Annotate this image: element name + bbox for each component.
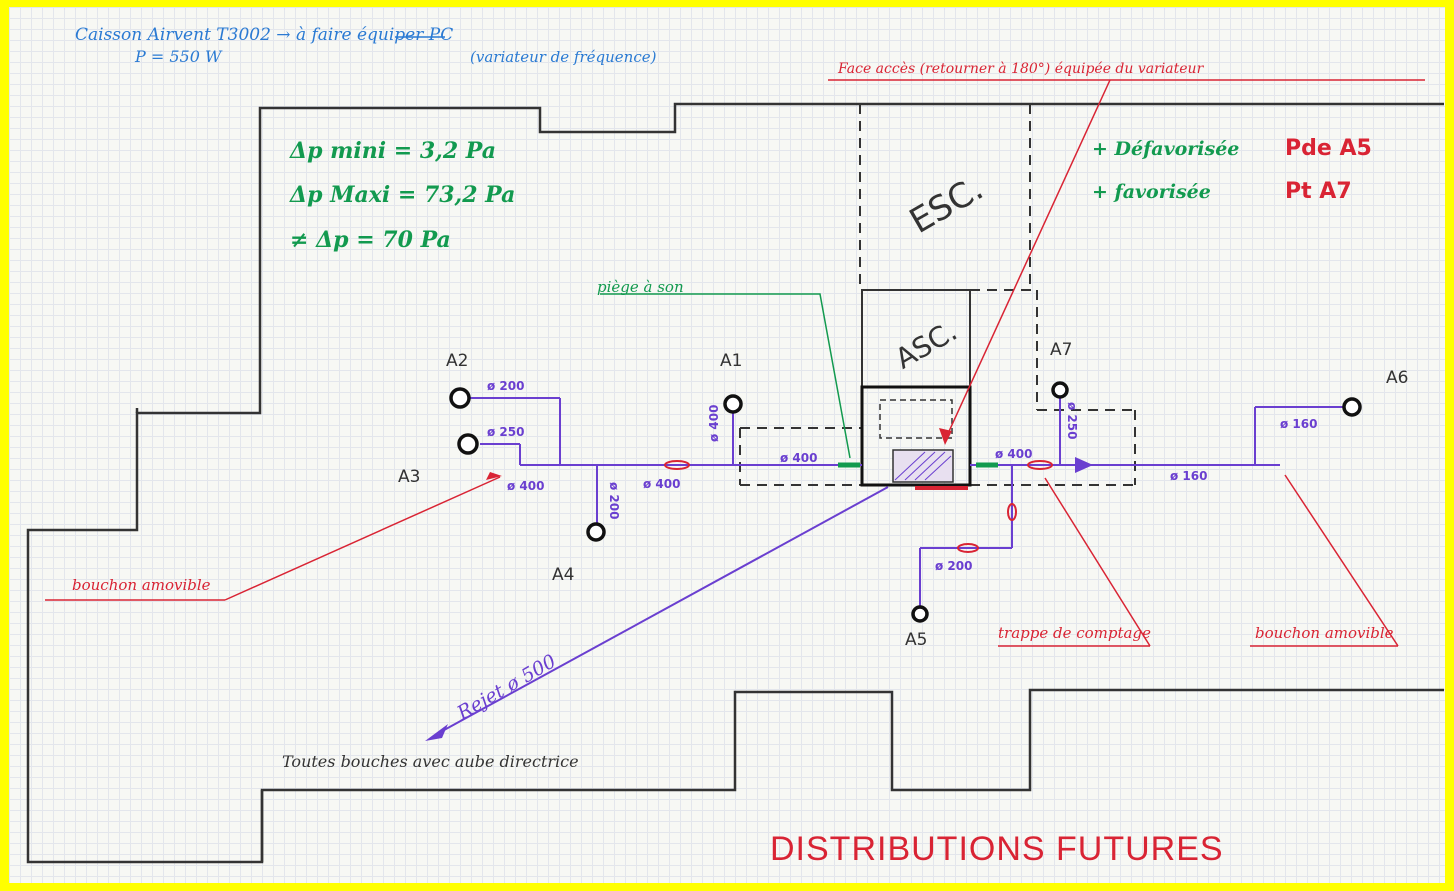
size-a5: ø 200: [935, 559, 972, 573]
pressure-min: Δp mini = 3,2 Pa: [289, 138, 496, 164]
drawing-sheet: Caisson Airvent T3002 → à faire équiper …: [9, 7, 1445, 883]
building-walls: [26, 102, 1444, 864]
label-a2: A2: [446, 351, 468, 371]
callout-plug-left: bouchon amovible: [72, 576, 211, 594]
damper-a5: [1007, 503, 1017, 521]
label-a3: A3: [398, 467, 420, 487]
callout-plug-right: bouchon amovible: [1255, 624, 1394, 642]
stair-outline: [739, 104, 1136, 486]
label-a7: A7: [1050, 340, 1072, 360]
callout-arrow-plug-left: [486, 472, 502, 480]
green-callout: [600, 293, 851, 459]
size-a3: ø 250: [487, 425, 524, 439]
bottom-note: Toutes bouches avec aube directrice: [282, 752, 579, 771]
terminal-a3: [457, 433, 479, 455]
red-callouts: [45, 79, 1425, 647]
pressure-max: Δp Maxi = 73,2 Pa: [289, 182, 515, 208]
terminal-a4: [586, 522, 606, 542]
callout-arrow-access: [939, 428, 952, 445]
fan-box-inner: [879, 399, 953, 439]
discharge-arrow: [425, 724, 448, 741]
floor-plan: Caisson Airvent T3002 → à faire équiper …: [26, 25, 1444, 868]
label-a6: A6: [1386, 368, 1408, 388]
header-note-2: P = 550 W: [134, 47, 223, 66]
size-a2: ø 200: [487, 379, 524, 393]
damper-mid: [664, 460, 690, 470]
size-a1: ø 400: [707, 405, 721, 442]
damper-a5b: [957, 543, 979, 553]
room-asc: ASC.: [890, 314, 963, 375]
size-main-mid: ø 400: [643, 477, 680, 491]
room-esc: ESC.: [903, 168, 990, 241]
terminal-a5: [911, 605, 929, 623]
drawing-title: DISTRIBUTIONS FUTURES: [770, 830, 1224, 868]
size-a4: ø 200: [607, 482, 621, 519]
callout-sound-trap: piège à son: [597, 278, 684, 296]
callout-balancing: trappe de comptage: [998, 624, 1151, 642]
terminal-a6: [1342, 397, 1362, 417]
access-note: Face accès (retourner à 180°) équipée du…: [837, 61, 1205, 77]
size-right2: ø 160: [1170, 469, 1207, 483]
damper-right: [1027, 460, 1053, 470]
size-right1: ø 400: [995, 447, 1032, 461]
header-note-3: (variateur de fréquence): [470, 48, 657, 66]
fan-hatch: [894, 451, 952, 481]
terminals: [449, 381, 1362, 623]
terminal-a7: [1051, 381, 1069, 399]
fan-note-worst-value: Pde A5: [1285, 136, 1372, 161]
size-near-box: ø 400: [780, 451, 817, 465]
fan-note-best-value: Pt A7: [1285, 179, 1352, 204]
size-main-left: ø 400: [507, 479, 544, 493]
callout-discharge: Rejet ø 500: [453, 650, 560, 725]
fan-unit: [892, 449, 954, 483]
terminal-a1: [723, 394, 743, 414]
flow-arrow: [1075, 457, 1093, 473]
terminal-a2: [449, 387, 471, 409]
duct-network: [434, 392, 1350, 736]
fan-box: [860, 385, 972, 487]
label-a4: A4: [552, 565, 574, 585]
fan-note-worst: + Défavorisée: [1092, 138, 1239, 160]
pressure-diff: ≠ Δp = 70 Pa: [290, 227, 451, 253]
header-note-1: Caisson Airvent T3002 → à faire équiper …: [75, 25, 453, 45]
size-a7: ø 250: [1065, 402, 1079, 439]
fan-note-best: + favorisée: [1092, 181, 1211, 203]
size-a6: ø 160: [1280, 417, 1317, 431]
label-a5: A5: [905, 630, 927, 650]
label-a1: A1: [720, 351, 742, 371]
